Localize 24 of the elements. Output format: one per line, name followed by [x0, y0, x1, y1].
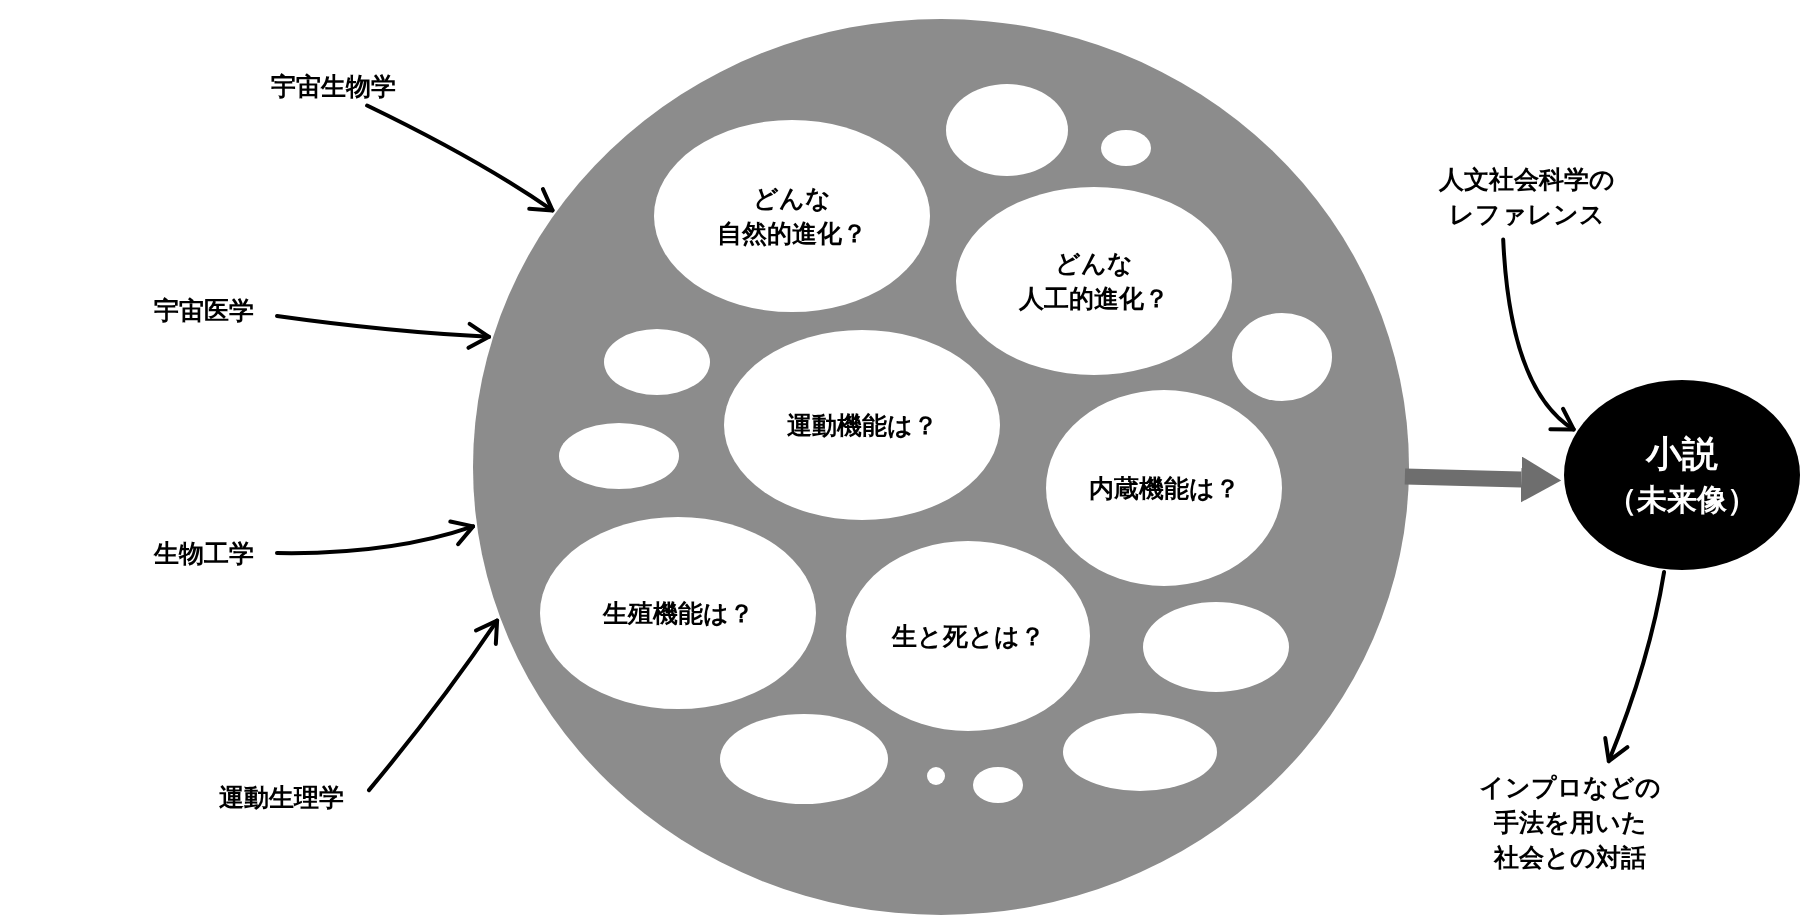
- arrow: [365, 103, 555, 213]
- arrow: [1603, 569, 1667, 764]
- arrow: [275, 314, 491, 350]
- arrow: [367, 618, 500, 793]
- topic-label: 運動生理学: [196, 779, 366, 815]
- oval-title: 小説: [1646, 431, 1718, 476]
- bubble-text: 生と死とは？: [891, 620, 1045, 653]
- arrow: [1404, 456, 1562, 503]
- bubble: [973, 767, 1023, 803]
- bubble-text: 生殖機能は？: [602, 597, 754, 630]
- bubble-text: 内蔵機能は？: [1088, 472, 1240, 505]
- topic-label: 人文社会科学のレファレンス: [1407, 157, 1647, 237]
- topic-label: 宇宙生物学: [266, 68, 400, 104]
- bubble-text: どんな人工的進化？: [1019, 248, 1169, 315]
- bubble-text: どんな自然的進化？: [717, 183, 867, 250]
- topic-label: インプロなどの手法を用いた社会との対話: [1460, 764, 1680, 880]
- topic-label: 宇宙医学: [134, 292, 274, 328]
- bubble-text: 運動機能は？: [786, 409, 938, 442]
- arrow: [275, 519, 476, 556]
- arrow: [1501, 237, 1576, 432]
- topic-label: 生物工学: [134, 535, 274, 571]
- oval-subtitle: （未来像）: [1607, 481, 1757, 520]
- bubble: [1101, 130, 1151, 166]
- bubble: [927, 767, 945, 785]
